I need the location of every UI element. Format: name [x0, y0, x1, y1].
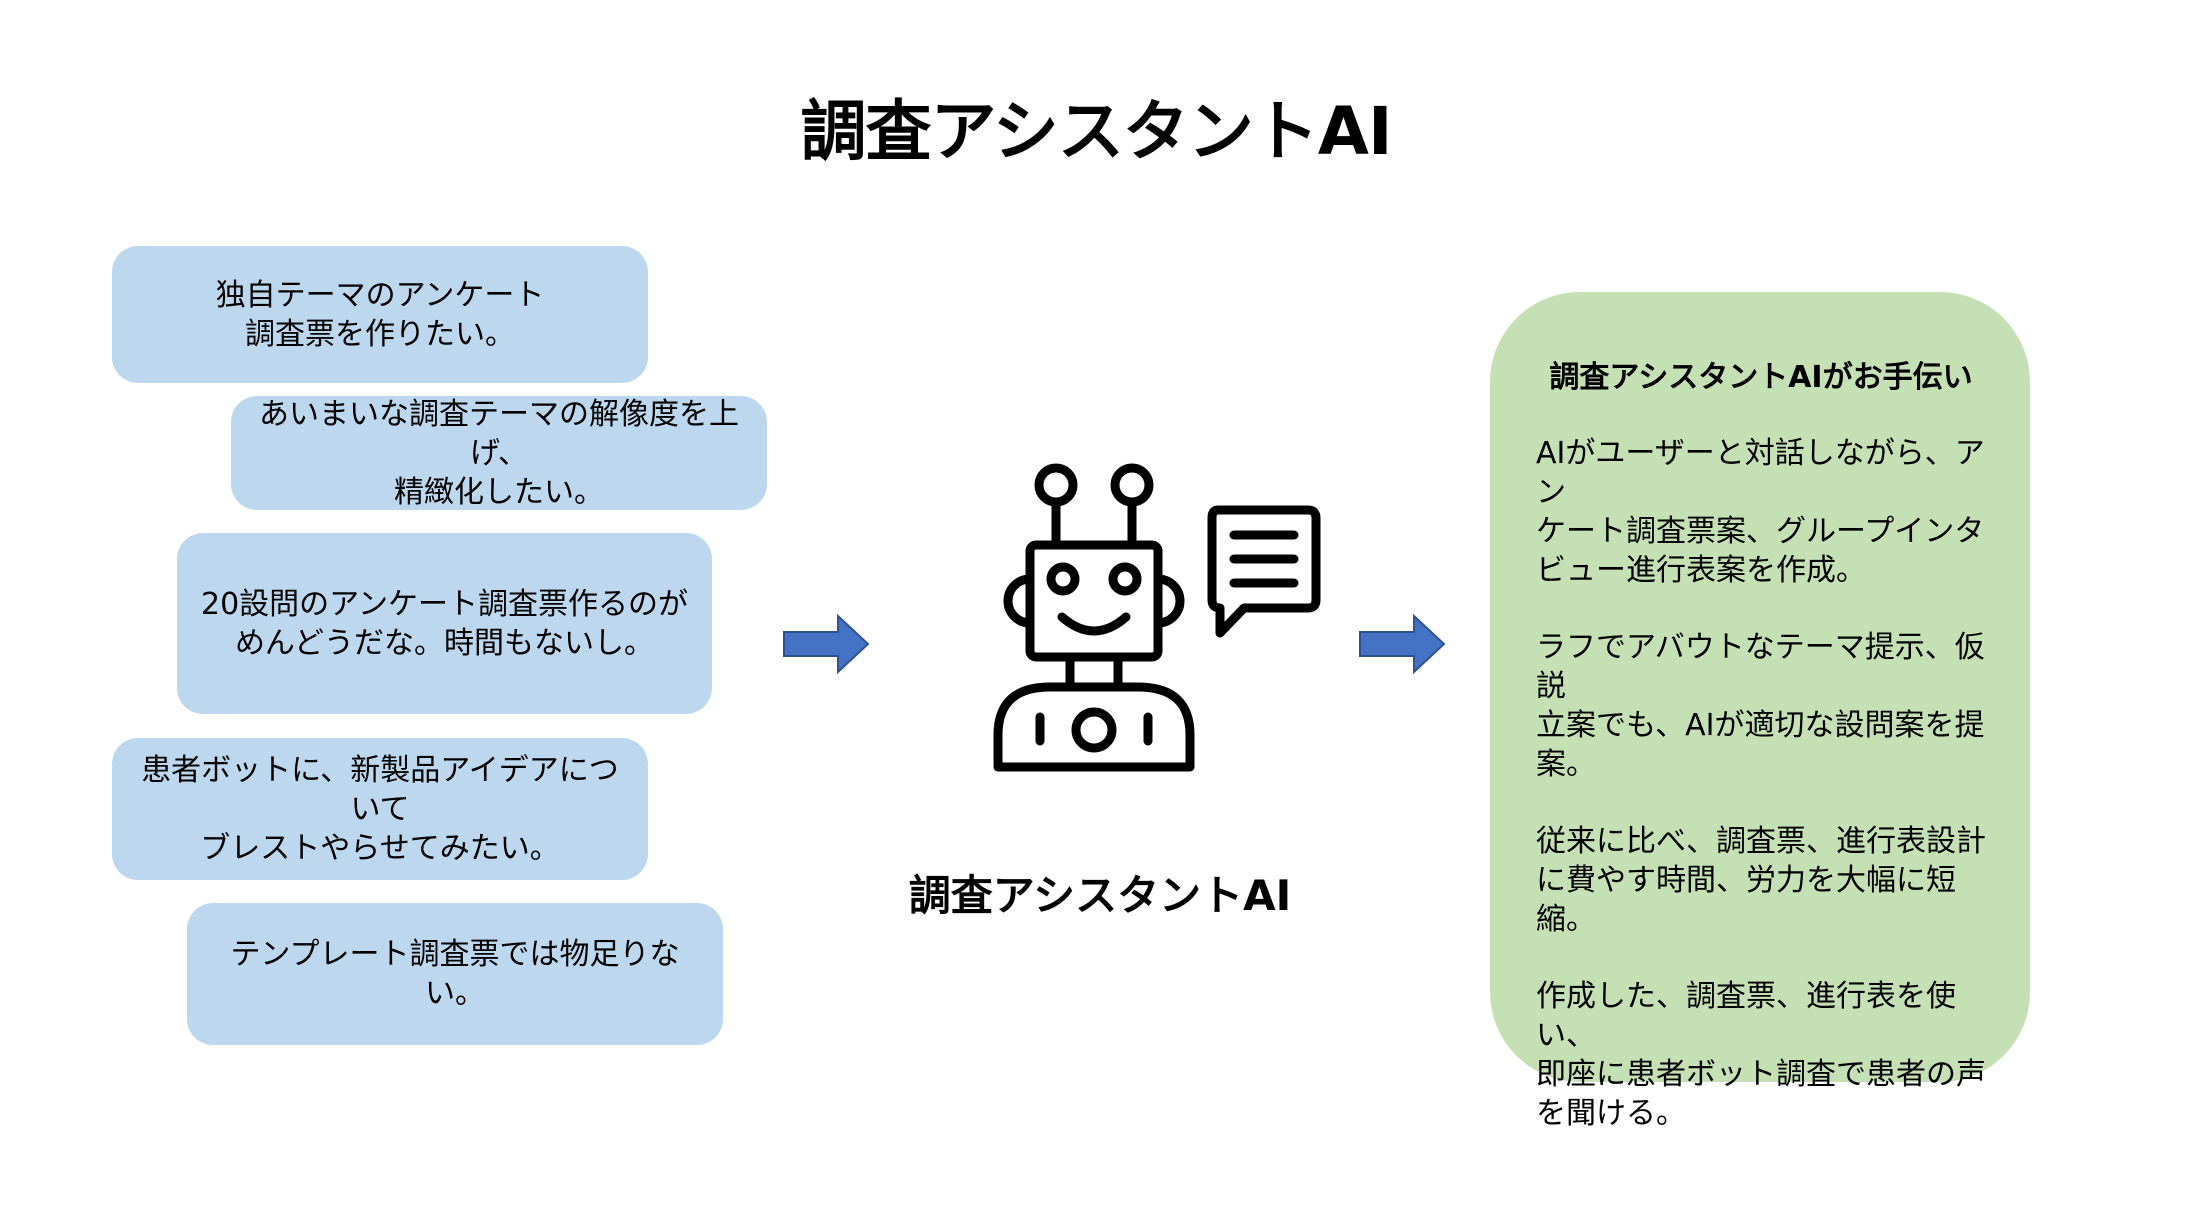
need-bubble-4: 患者ボットに、新製品アイデアについて ブレストやらせてみたい。: [112, 738, 648, 880]
need-bubble-3: 20設問のアンケート調査票作るのが めんどうだな。時間もないし。: [177, 533, 712, 714]
benefit-paragraph: ラフでアバウトなテーマ提示、仮説 立案でも、AIが適切な設問案を提 案。: [1536, 630, 1985, 782]
benefit-paragraph: 作成した、調査票、進行表を使い、 即座に患者ボット調査で患者の声 を聞ける。: [1536, 979, 1986, 1131]
need-text: テンプレート調査票では物足りない。: [230, 937, 680, 1011]
arrow-right-icon: [1359, 613, 1446, 675]
chat-bubble-icon: [1207, 505, 1321, 638]
need-bubble-2: あいまいな調査テーマの解像度を上げ、 精緻化したい。: [231, 396, 767, 510]
need-bubble-1: 独自テーマのアンケート 調査票を作りたい。: [112, 246, 648, 383]
need-text: あいまいな調査テーマの解像度を上げ、 精緻化したい。: [259, 396, 739, 510]
arrow-right-icon: [783, 613, 870, 675]
robot-label: 調査アシスタントAI: [908, 871, 1292, 920]
need-text: 独自テーマのアンケート 調査票を作りたい。: [215, 277, 545, 352]
page-title: 調査アシスタントAI: [800, 93, 1393, 170]
benefits-panel: 調査アシスタントAIがお手伝い AIがユーザーと対話しながら、アン ケート調査票…: [1490, 292, 2030, 1131]
benefit-paragraph: 従来に比べ、調査票、進行表設計 に費やす時間、労力を大幅に短縮。: [1536, 824, 1986, 937]
robot-icon: [993, 463, 1321, 772]
need-text: 20設問のアンケート調査票作るのが めんどうだな。時間もないし。: [201, 586, 688, 661]
benefit-paragraph: AIがユーザーと対話しながら、アン ケート調査票案、グループインタ ビュー進行表…: [1536, 436, 1985, 588]
need-text: 患者ボットに、新製品アイデアについて ブレストやらせてみたい。: [141, 752, 619, 866]
need-bubble-5: テンプレート調査票では物足りない。: [187, 903, 723, 1045]
benefits-title: 調査アシスタントAIがお手伝い: [1549, 360, 1973, 395]
